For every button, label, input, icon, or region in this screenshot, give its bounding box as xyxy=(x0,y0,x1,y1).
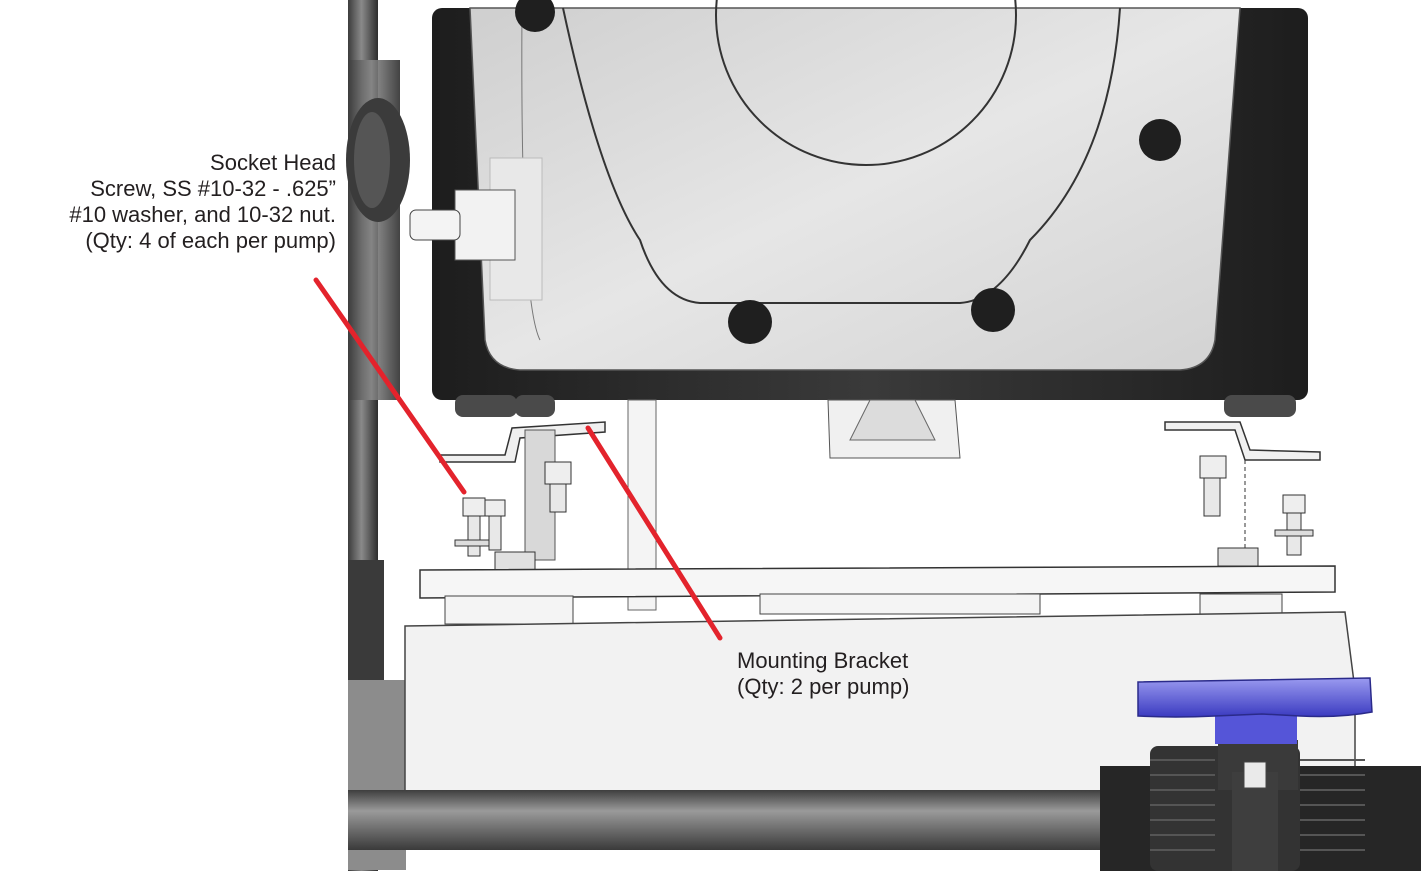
callout-screw-line-1: Socket Head xyxy=(210,150,336,175)
callout-screw-line-2: Screw, SS #10-32 - .625” xyxy=(90,176,336,201)
pump-feet xyxy=(455,395,1296,417)
leader-line-bracket xyxy=(585,425,723,641)
base-block xyxy=(404,611,1356,801)
mounting-bracket-right xyxy=(1164,421,1321,560)
pump-head xyxy=(515,0,1181,344)
callout-screw-line-3: #10 washer, and 10-32 nut. xyxy=(69,202,336,227)
callout-mounting-bracket: Mounting Bracket (Qty: 2 per pump) xyxy=(737,648,909,700)
callout-bracket-line-1: Mounting Bracket xyxy=(737,648,909,673)
pump-housing xyxy=(432,7,1308,400)
leader-lines xyxy=(313,277,723,641)
side-fitting xyxy=(409,157,543,301)
stand-pole xyxy=(346,0,410,871)
screws xyxy=(454,455,1314,571)
ball-valve xyxy=(1100,677,1421,871)
leader-line-screw xyxy=(313,277,467,495)
callout-bracket-line-2: (Qty: 2 per pump) xyxy=(737,674,910,699)
callout-screw-line-4: (Qty: 4 of each per pump) xyxy=(85,228,336,253)
callout-socket-head-screw: Socket Head Screw, SS #10-32 - .625” #10… xyxy=(0,150,336,254)
center-support xyxy=(627,399,961,611)
horizontal-pipe xyxy=(348,790,1118,850)
